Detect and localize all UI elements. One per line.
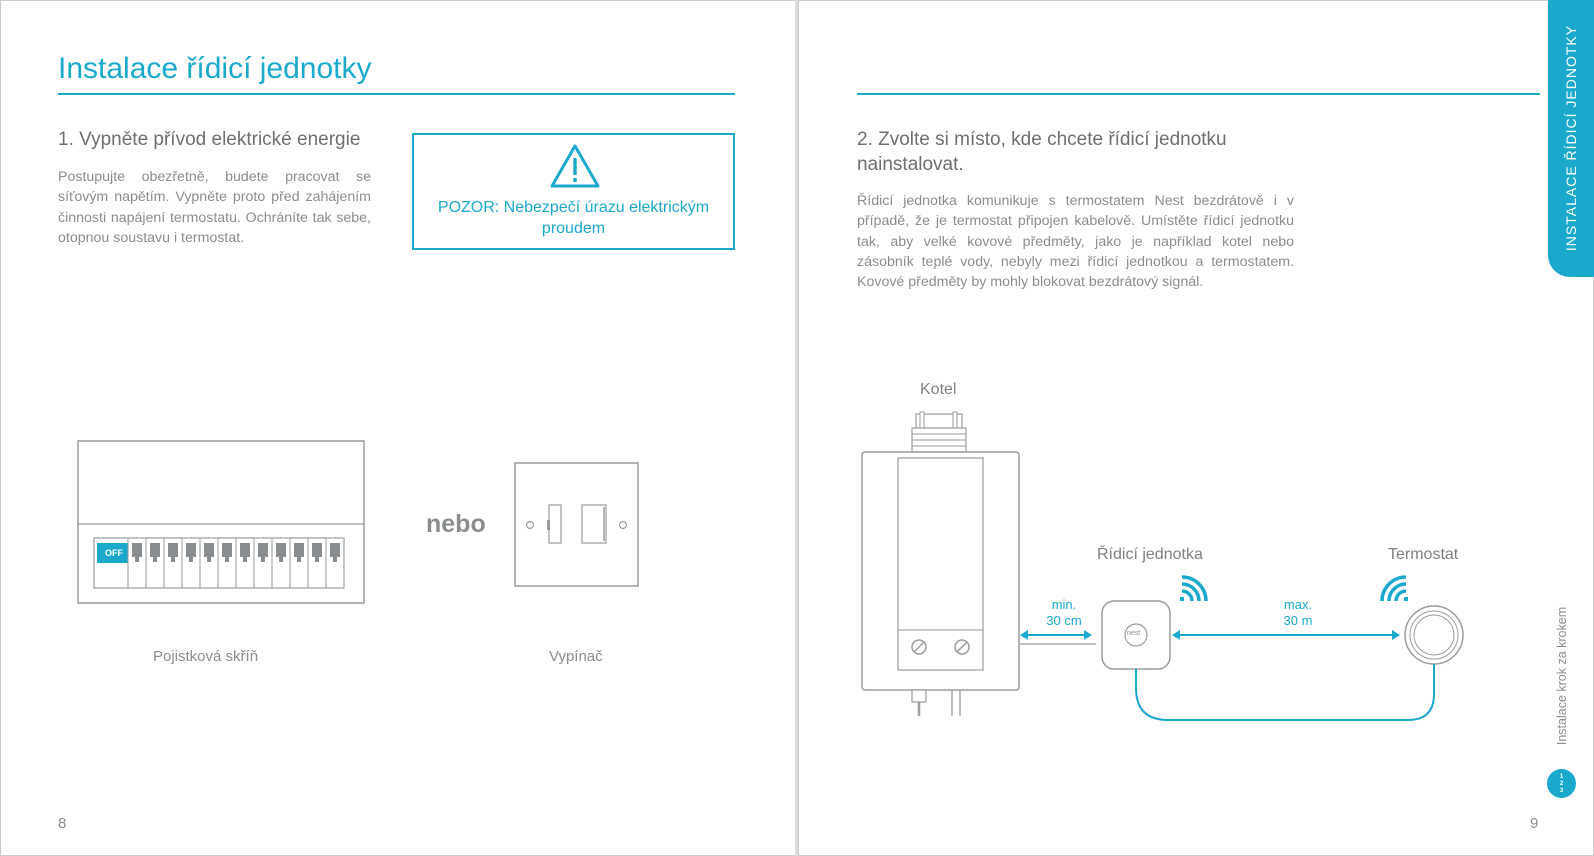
fuse-switch xyxy=(150,543,160,557)
or-word: nebo xyxy=(426,510,486,538)
fuse-switch-stem xyxy=(333,557,337,562)
left-page xyxy=(0,0,797,856)
controller-label: Řídicí jednotka xyxy=(1097,546,1203,563)
fuse-switch-stem xyxy=(279,557,283,562)
wifi-signal-icon xyxy=(1180,575,1208,602)
boiler-illustration xyxy=(861,411,1096,716)
wifi-signal-icon xyxy=(1380,575,1408,602)
min-distance-label: min. 30 cm xyxy=(1032,597,1096,629)
fuse-switch-stem xyxy=(189,557,193,562)
fuse-switch-stem xyxy=(207,557,211,562)
nest-logo: nest xyxy=(1127,630,1141,637)
fuse-switch-stem xyxy=(135,557,139,562)
step2-text: Řídicí jednotka komunikuje s termostatem… xyxy=(857,193,1294,291)
min-value: 30 cm xyxy=(1046,613,1082,628)
thermostat-label: Termostat xyxy=(1388,546,1459,563)
title-rule-left xyxy=(58,93,735,95)
fuse-switch xyxy=(132,543,142,557)
placement-diagram xyxy=(1020,600,1464,721)
fuse-caption: Pojistková skříň xyxy=(153,648,259,665)
fuse-switch xyxy=(240,543,250,557)
fuse-switch xyxy=(168,543,178,557)
steps-badge: 1 2 3 xyxy=(1547,769,1576,798)
fuse-switch xyxy=(186,543,196,557)
fuse-off-label: OFF xyxy=(105,548,123,558)
step1-heading: 1. Vypněte přívod elektrické energie xyxy=(58,129,361,150)
fuse-switch xyxy=(330,543,340,557)
warning-text: POZOR: Nebezpečí úrazu elektrickým proud… xyxy=(437,199,710,237)
section-side-label: Instalace krok za krokem xyxy=(1555,606,1569,746)
page-spine xyxy=(795,0,799,856)
title-rule-right xyxy=(857,93,1540,95)
max-distance-label: max. 30 m xyxy=(1266,597,1330,629)
chapter-tab[interactable] xyxy=(1548,0,1594,277)
fuse-switch-stem xyxy=(171,557,175,562)
fuse-switch xyxy=(276,543,286,557)
fuse-switch xyxy=(204,543,214,557)
fuse-switch xyxy=(312,543,322,557)
fuse-switch-stem xyxy=(225,557,229,562)
step1-text: Postupujte obezřetně, budete pracovat se… xyxy=(58,169,371,246)
max-word: max. xyxy=(1283,597,1313,612)
min-word: min. xyxy=(1051,597,1077,612)
fuse-switch-stem xyxy=(297,557,301,562)
fuse-switch xyxy=(222,543,232,557)
fuse-switch xyxy=(294,543,304,557)
fuse-switch-stem xyxy=(153,557,157,562)
page-number-left: 8 xyxy=(58,815,67,832)
chapter-tab-label: INSTALACE ŘÍDICÍ JEDNOTKY xyxy=(1563,24,1579,252)
fuse-box-illustration xyxy=(77,440,365,604)
max-value: 30 m xyxy=(1283,613,1313,628)
switch-caption: Vypínač xyxy=(549,648,603,665)
page-number-right: 9 xyxy=(1530,815,1539,832)
fuse-switch xyxy=(258,543,268,557)
badge-line: 3 xyxy=(1559,788,1564,794)
badge-line: 2 xyxy=(1559,781,1564,787)
light-switch-illustration xyxy=(514,462,639,587)
boiler-label: Kotel xyxy=(920,381,957,398)
badge-line: 1 xyxy=(1559,774,1564,780)
fuse-switch-stem xyxy=(243,557,247,562)
warning-triangle-icon xyxy=(550,144,600,188)
warning-box: POZOR: Nebezpečí úrazu elektrickým proud… xyxy=(412,133,735,250)
step2-heading: 2. Zvolte si místo, kde chcete řídicí je… xyxy=(857,129,1227,175)
fuse-switch-stem xyxy=(315,557,319,562)
page-title: Instalace řídicí jednotky xyxy=(58,52,372,85)
fuse-switch-stem xyxy=(261,557,265,562)
